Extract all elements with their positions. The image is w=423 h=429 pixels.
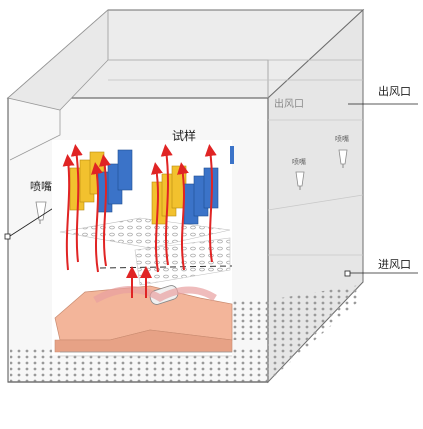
inlet-label: 进风口 — [378, 258, 411, 271]
nozzle-right-a-label: 喷嘴 — [292, 157, 306, 166]
nozzle-left-icon — [35, 201, 47, 224]
nozzle-left-label: 喷嘴 — [30, 180, 52, 193]
sample-label: 试样 — [172, 128, 196, 143]
outlet-box-label: 出风口 — [274, 97, 304, 110]
perforated-floor — [8, 285, 360, 383]
airflow-arrows — [62, 144, 217, 298]
outlet-label: 出风口 — [378, 84, 411, 98]
nozzle-right-a-icon — [295, 171, 305, 190]
nozzle-right-b-label: 喷嘴 — [335, 134, 349, 143]
leader-lines — [4, 103, 418, 277]
nozzle-right-b-icon — [338, 149, 348, 168]
